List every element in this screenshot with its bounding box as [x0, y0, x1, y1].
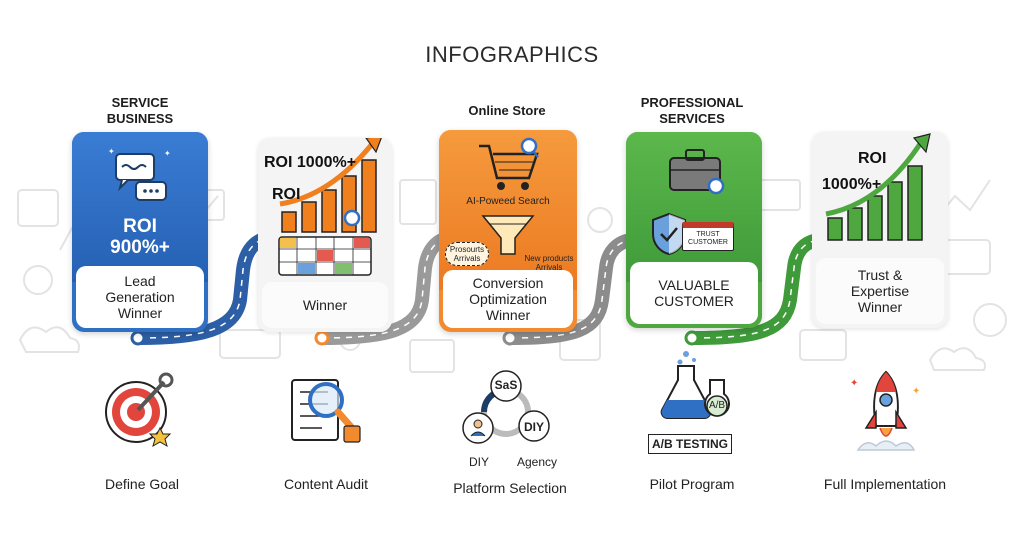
page-title: INFOGRAPHICS — [425, 42, 599, 67]
flask-icon — [660, 351, 730, 419]
flask-ab-label: A/B — [708, 400, 726, 411]
shield-icon — [652, 212, 686, 256]
roi-1000-label: 1000%+ — [822, 176, 882, 193]
chat-bubbles-icon: ✦ ✦ — [108, 147, 171, 201]
calendar-icon — [278, 236, 372, 276]
step-label-content-audit: Content Audit — [283, 476, 369, 492]
svg-text:✦: ✦ — [850, 378, 858, 389]
svg-text:✦: ✦ — [164, 149, 171, 158]
stage-result-conversion-optimization: Conversion Optimization Winner — [443, 270, 573, 328]
growth-bar-chart-icon — [825, 133, 931, 241]
roi-1000-label: ROI 1000%+ — [264, 154, 357, 171]
stage-card-trust-expertise: ROI 1000%+ Trust & Expertise Winner — [812, 132, 948, 328]
rocket-icon: ✦ ✦ — [850, 370, 920, 451]
stage-result-trust-expertise: Trust & Expertise Winner — [816, 258, 944, 324]
option-sas: SaS — [494, 378, 518, 392]
target-icon — [105, 372, 174, 448]
step-label-platform-selection: Platform Selection — [453, 480, 567, 496]
stage-result-lead-generation: Lead Generation Winner — [76, 266, 204, 328]
shopping-cart-icon — [479, 137, 539, 190]
funnel-icon — [481, 215, 535, 255]
stage-result-valuable-customer: VALUABLE CUSTOMER — [630, 262, 758, 324]
option-diy: DIY — [468, 455, 489, 469]
svg-text:✦: ✦ — [108, 147, 115, 156]
step-label-pilot-program: Pilot Program — [649, 476, 735, 492]
step-label-full-implementation: Full Implementation — [823, 476, 947, 492]
growth-bar-chart-icon — [279, 138, 382, 233]
stage-card-roi-winner: ROI 1000%+ ROI Winner — [258, 138, 392, 332]
right-badge-new-products: New products Arrivals — [524, 254, 574, 272]
stage-card-online-store: AI-Poweed Search Prosourts Arrivals New … — [439, 130, 577, 332]
stage-card-service-business: ✦ ✦ ROI 900%+ Lead Generation Winner — [72, 132, 208, 332]
option-agency: Agency — [516, 455, 558, 469]
roi-label: ROI — [272, 186, 301, 203]
heading-service-business: SERVICE BUSINESS — [106, 95, 174, 126]
heading-professional-services: PROFESSIONAL SERVICES — [640, 95, 744, 126]
trust-customer-badge: TRUST CUSTOMER — [682, 222, 734, 251]
roi-label: ROI — [858, 150, 887, 167]
stage-card-professional-services: TRUST CUSTOMER VALUABLE CUSTOMER — [626, 132, 762, 328]
briefcase-icon — [669, 149, 725, 195]
ab-testing-badge: A/B TESTING — [648, 434, 732, 454]
heading-online-store: Online Store — [468, 103, 546, 118]
platform-venn-icon — [462, 370, 550, 444]
roi-900: ROI 900%+ — [110, 216, 170, 258]
option-diy-circle: DIY — [523, 420, 544, 434]
step-label-define-goal: Define Goal — [105, 476, 179, 492]
ai-search-label: AI-Poweed Search — [466, 196, 550, 207]
magnifier-checklist-icon — [291, 379, 361, 443]
svg-text:✦: ✦ — [912, 386, 920, 397]
left-badge-arrivals: Prosourts Arrivals — [445, 242, 489, 266]
stage-result-winner: Winner — [262, 282, 388, 328]
